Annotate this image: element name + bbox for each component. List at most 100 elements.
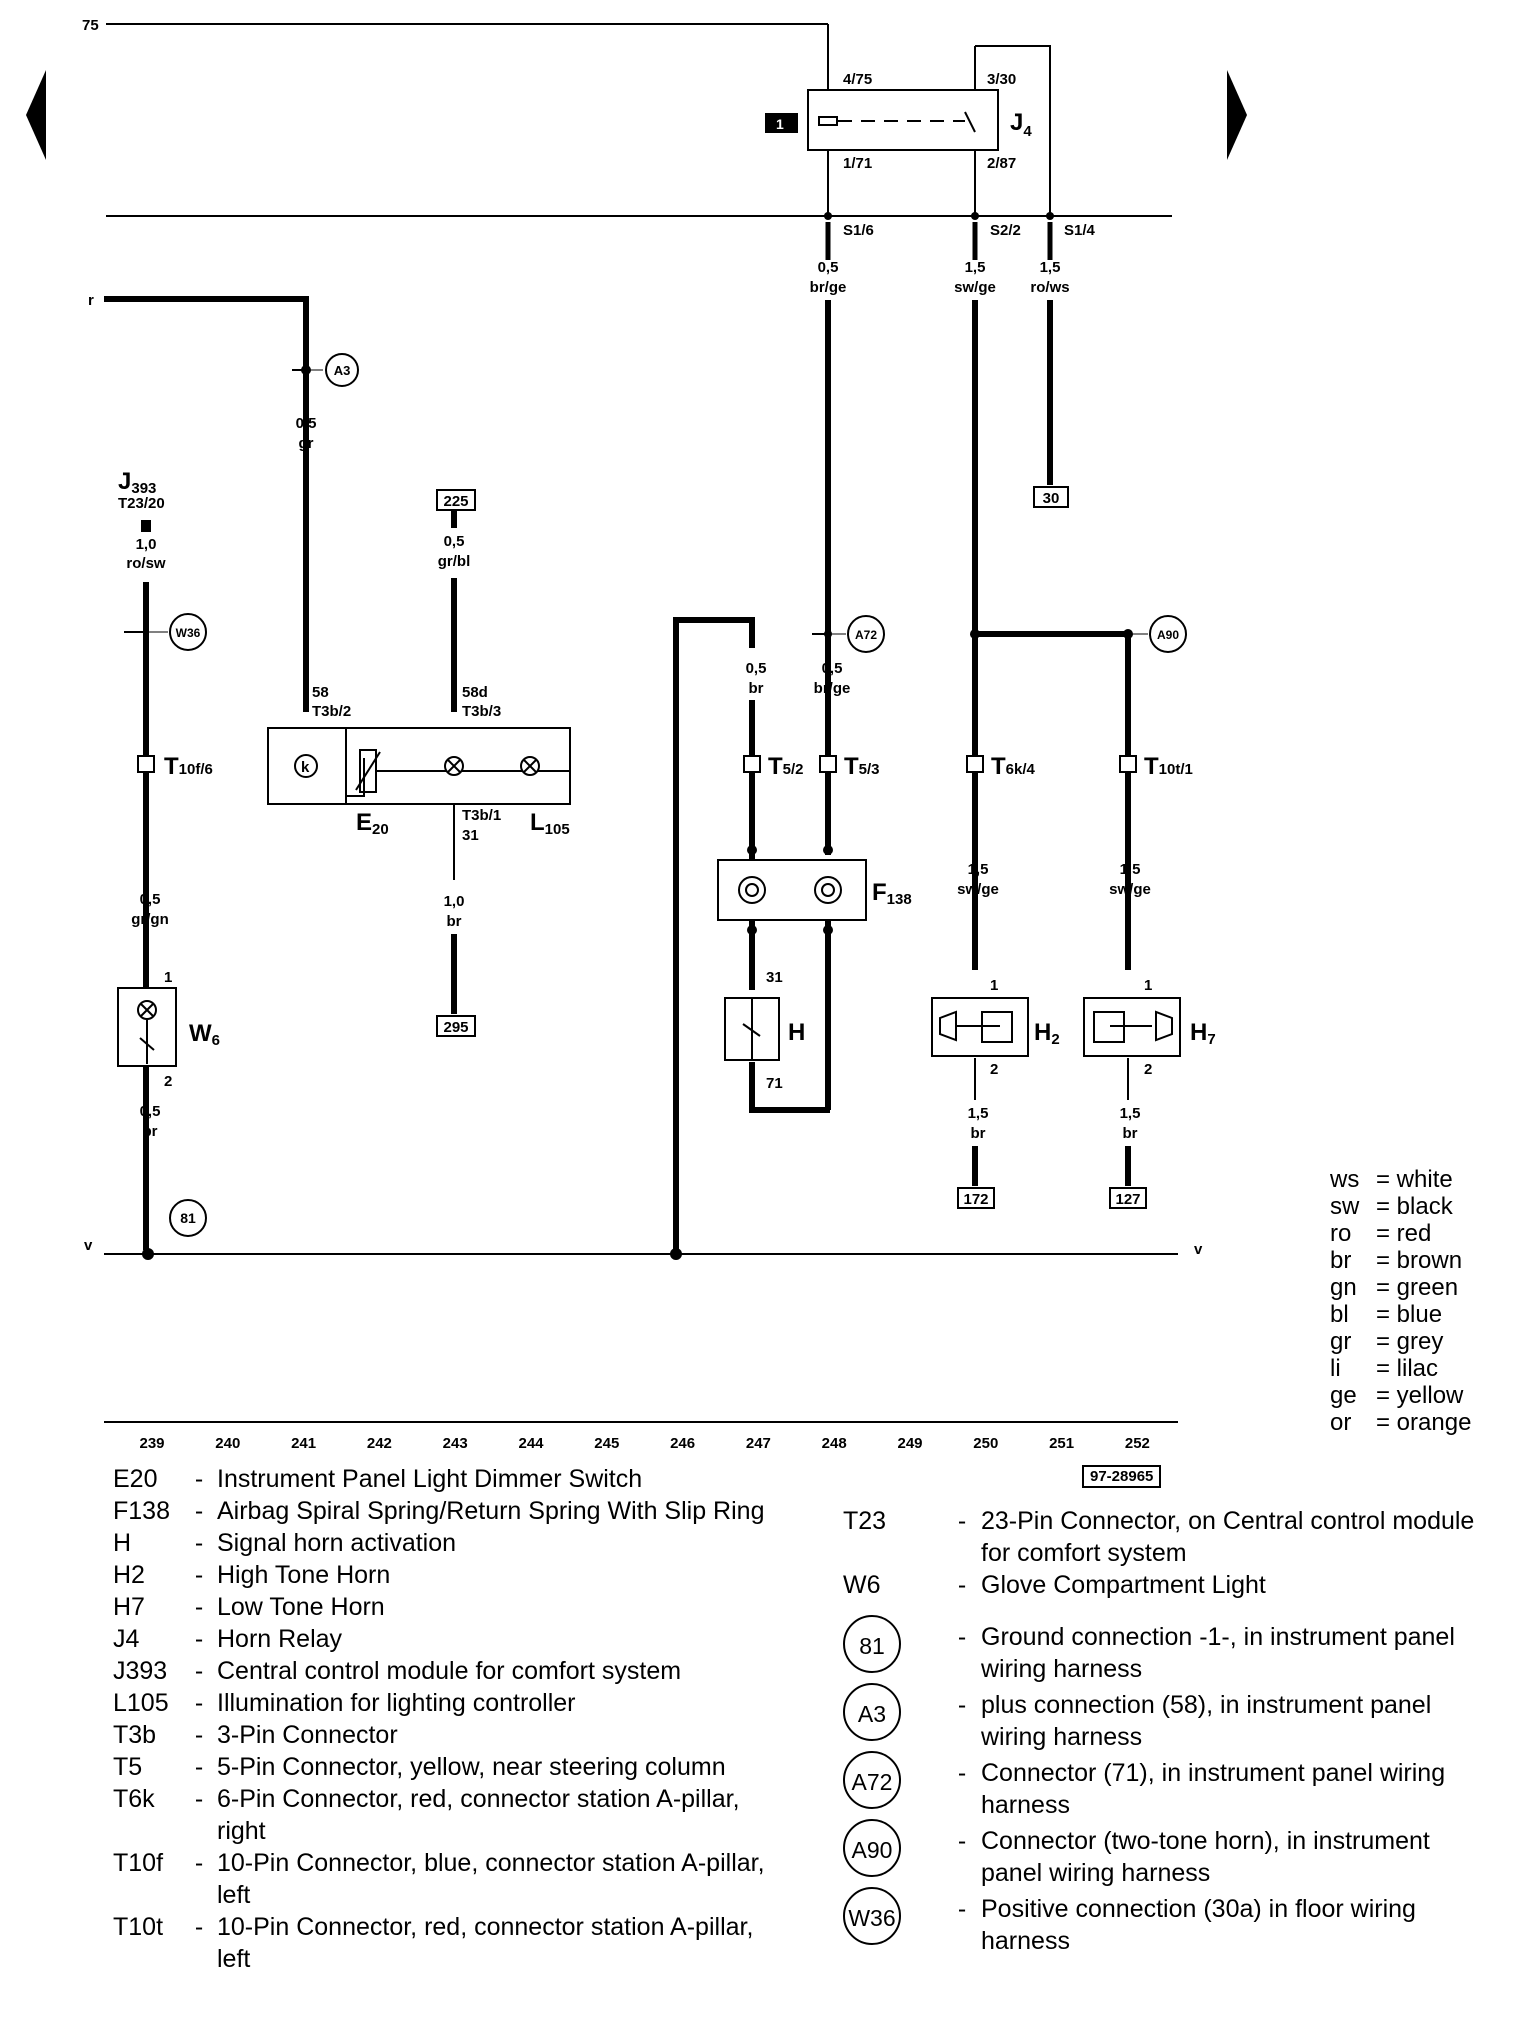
column-number: 239 [139, 1435, 164, 1452]
legend-description: 3-Pin Connector [217, 1721, 398, 1749]
e20-pin-58: 58 [312, 684, 329, 701]
column-number: 243 [443, 1435, 468, 1452]
wire-label-color: sw/ge [957, 881, 999, 898]
legend-code: T5 [113, 1753, 143, 1781]
color-key-row: gr= grey [1330, 1328, 1471, 1355]
legend-description: Central control module for comfort syste… [217, 1657, 682, 1685]
color-key-row: or= orange [1330, 1409, 1471, 1436]
legend-circle-code: A72 [843, 1751, 901, 1809]
legend-description: Low Tone Horn [217, 1593, 385, 1621]
w6-pin-2: 2 [164, 1073, 172, 1090]
wire-label-color: sw/ge [1109, 881, 1151, 898]
legend-item: H2-High Tone Horn [113, 1559, 793, 1591]
component-h7-label: H7 [1190, 1019, 1216, 1048]
connector-a90-label: A90 [1157, 628, 1179, 642]
wire-label-size: 0,5 [444, 533, 465, 550]
legend-item: J393-Central control module for comfort … [113, 1655, 793, 1687]
terminal-v-right: v [1194, 1241, 1203, 1258]
wire-label-color: sw/ge [954, 279, 996, 296]
wire-label-size: 1,0 [444, 893, 465, 910]
legend-description: Horn Relay [217, 1625, 343, 1653]
j393-pin-label: T23/20 [118, 495, 165, 512]
legend-code: T6k [113, 1785, 155, 1813]
legend-circle-code: A3 [843, 1683, 901, 1741]
wire-label-color: ro/sw [126, 555, 166, 572]
ref-box-172 [957, 1187, 995, 1209]
fuse-pin-s1-6: S1/6 [843, 222, 874, 239]
legend-code: J4 [113, 1625, 140, 1653]
legend-dash: - [194, 1913, 204, 1941]
wire-label-size: 0,5 [746, 660, 767, 677]
terminal-75-label: 75 [82, 17, 99, 34]
legend-dash: - [194, 1529, 204, 1557]
connector-a72-circle [847, 615, 885, 653]
legend-code: J393 [113, 1657, 168, 1685]
legend-item: T10f-10-Pin Connector, blue, connector s… [113, 1847, 793, 1911]
color-key-row: sw= black [1330, 1193, 1471, 1220]
color-key-row: li= lilac [1330, 1355, 1471, 1382]
column-number: 246 [670, 1435, 695, 1452]
wire-label-size: 1,0 [136, 536, 157, 553]
ref-295: 295 [443, 1019, 468, 1036]
component-h2-label: H2 [1034, 1019, 1060, 1048]
color-key-meaning: = red [1376, 1220, 1432, 1247]
legend-circle-code: 81 [843, 1615, 901, 1673]
fuse-pin-s2-2: S2/2 [990, 222, 1021, 239]
column-number: 241 [291, 1435, 316, 1452]
color-key-code: gr [1330, 1328, 1352, 1355]
legend-description: Signal horn activation [217, 1529, 457, 1557]
e20-pin-58d: 58d [462, 684, 488, 701]
legend-code: 81 [843, 1615, 943, 1673]
legend-description: Glove Compartment Light [981, 1571, 1266, 1599]
legend-dash: - [194, 1497, 204, 1525]
connector-t10f-label: T10f/6 [164, 753, 213, 780]
legend-item: T3b-3-Pin Connector [113, 1719, 793, 1751]
legend-dash: - [194, 1689, 204, 1717]
color-key-meaning: = brown [1376, 1247, 1463, 1274]
wire-label-size: 1,5 [1040, 259, 1061, 276]
legend-code: T23 [843, 1507, 887, 1535]
legend-code: W36 [843, 1887, 943, 1945]
legend-code: E20 [113, 1465, 158, 1493]
legend-dash: - [957, 1507, 967, 1535]
component-l105-label: L105 [530, 809, 570, 838]
wire-label-color: br [749, 680, 764, 697]
wire-label-size: 1,5 [1120, 1105, 1141, 1122]
ground-81-label: 81 [180, 1210, 196, 1226]
legend-item: T10t-10-Pin Connector, red, connector st… [113, 1911, 793, 1975]
e20-pin-31: 31 [462, 827, 479, 844]
legend-description: 5-Pin Connector, yellow, near steering c… [217, 1753, 726, 1781]
terminal-v-left: v [84, 1237, 93, 1254]
wire-label-size: 0,5 [822, 660, 843, 677]
wire-label-color: br/ge [814, 680, 851, 697]
connector-a72-label: A72 [855, 628, 877, 642]
relay-j4-label: J4 [1010, 109, 1032, 140]
h7-pin-2: 2 [1144, 1061, 1152, 1078]
wire-label-color: br [971, 1125, 986, 1142]
color-key-code: gn [1330, 1274, 1357, 1301]
legend-description: 23-Pin Connector, on Central control mod… [981, 1507, 1475, 1567]
h-pin-31: 31 [766, 969, 783, 986]
color-key-meaning: = white [1376, 1166, 1453, 1193]
legend-item: A72-Connector (71), in instrument panel … [843, 1751, 1513, 1821]
legend-dash: - [194, 1593, 204, 1621]
color-key-row: ws= white [1330, 1166, 1471, 1193]
connector-a3-circle [325, 353, 359, 387]
relay-j4-tag-number: 1 [776, 116, 784, 132]
ref-127: 127 [1115, 1191, 1140, 1208]
previous-page-arrow[interactable] [26, 70, 46, 160]
legend-code: H [113, 1529, 132, 1557]
legend-description: Instrument Panel Light Dimmer Switch [217, 1465, 643, 1493]
next-page-arrow[interactable] [1227, 70, 1247, 160]
legend-code: A3 [843, 1683, 943, 1741]
color-key-meaning: = yellow [1376, 1382, 1464, 1409]
legend-code: W6 [843, 1571, 881, 1599]
legend-code: T3b [113, 1721, 157, 1749]
color-key-meaning: = lilac [1376, 1355, 1439, 1382]
color-key-code: sw [1330, 1193, 1360, 1220]
legend-item: 81-Ground connection -1-, in instrument … [843, 1615, 1513, 1685]
legend-item: J4-Horn Relay [113, 1623, 793, 1655]
wiring-diagram: 75 1 J4 4/75 3/30 1/71 2/87 S1/6 S2/2 S1… [26, 17, 1247, 1452]
legend-dash: - [194, 1753, 204, 1781]
